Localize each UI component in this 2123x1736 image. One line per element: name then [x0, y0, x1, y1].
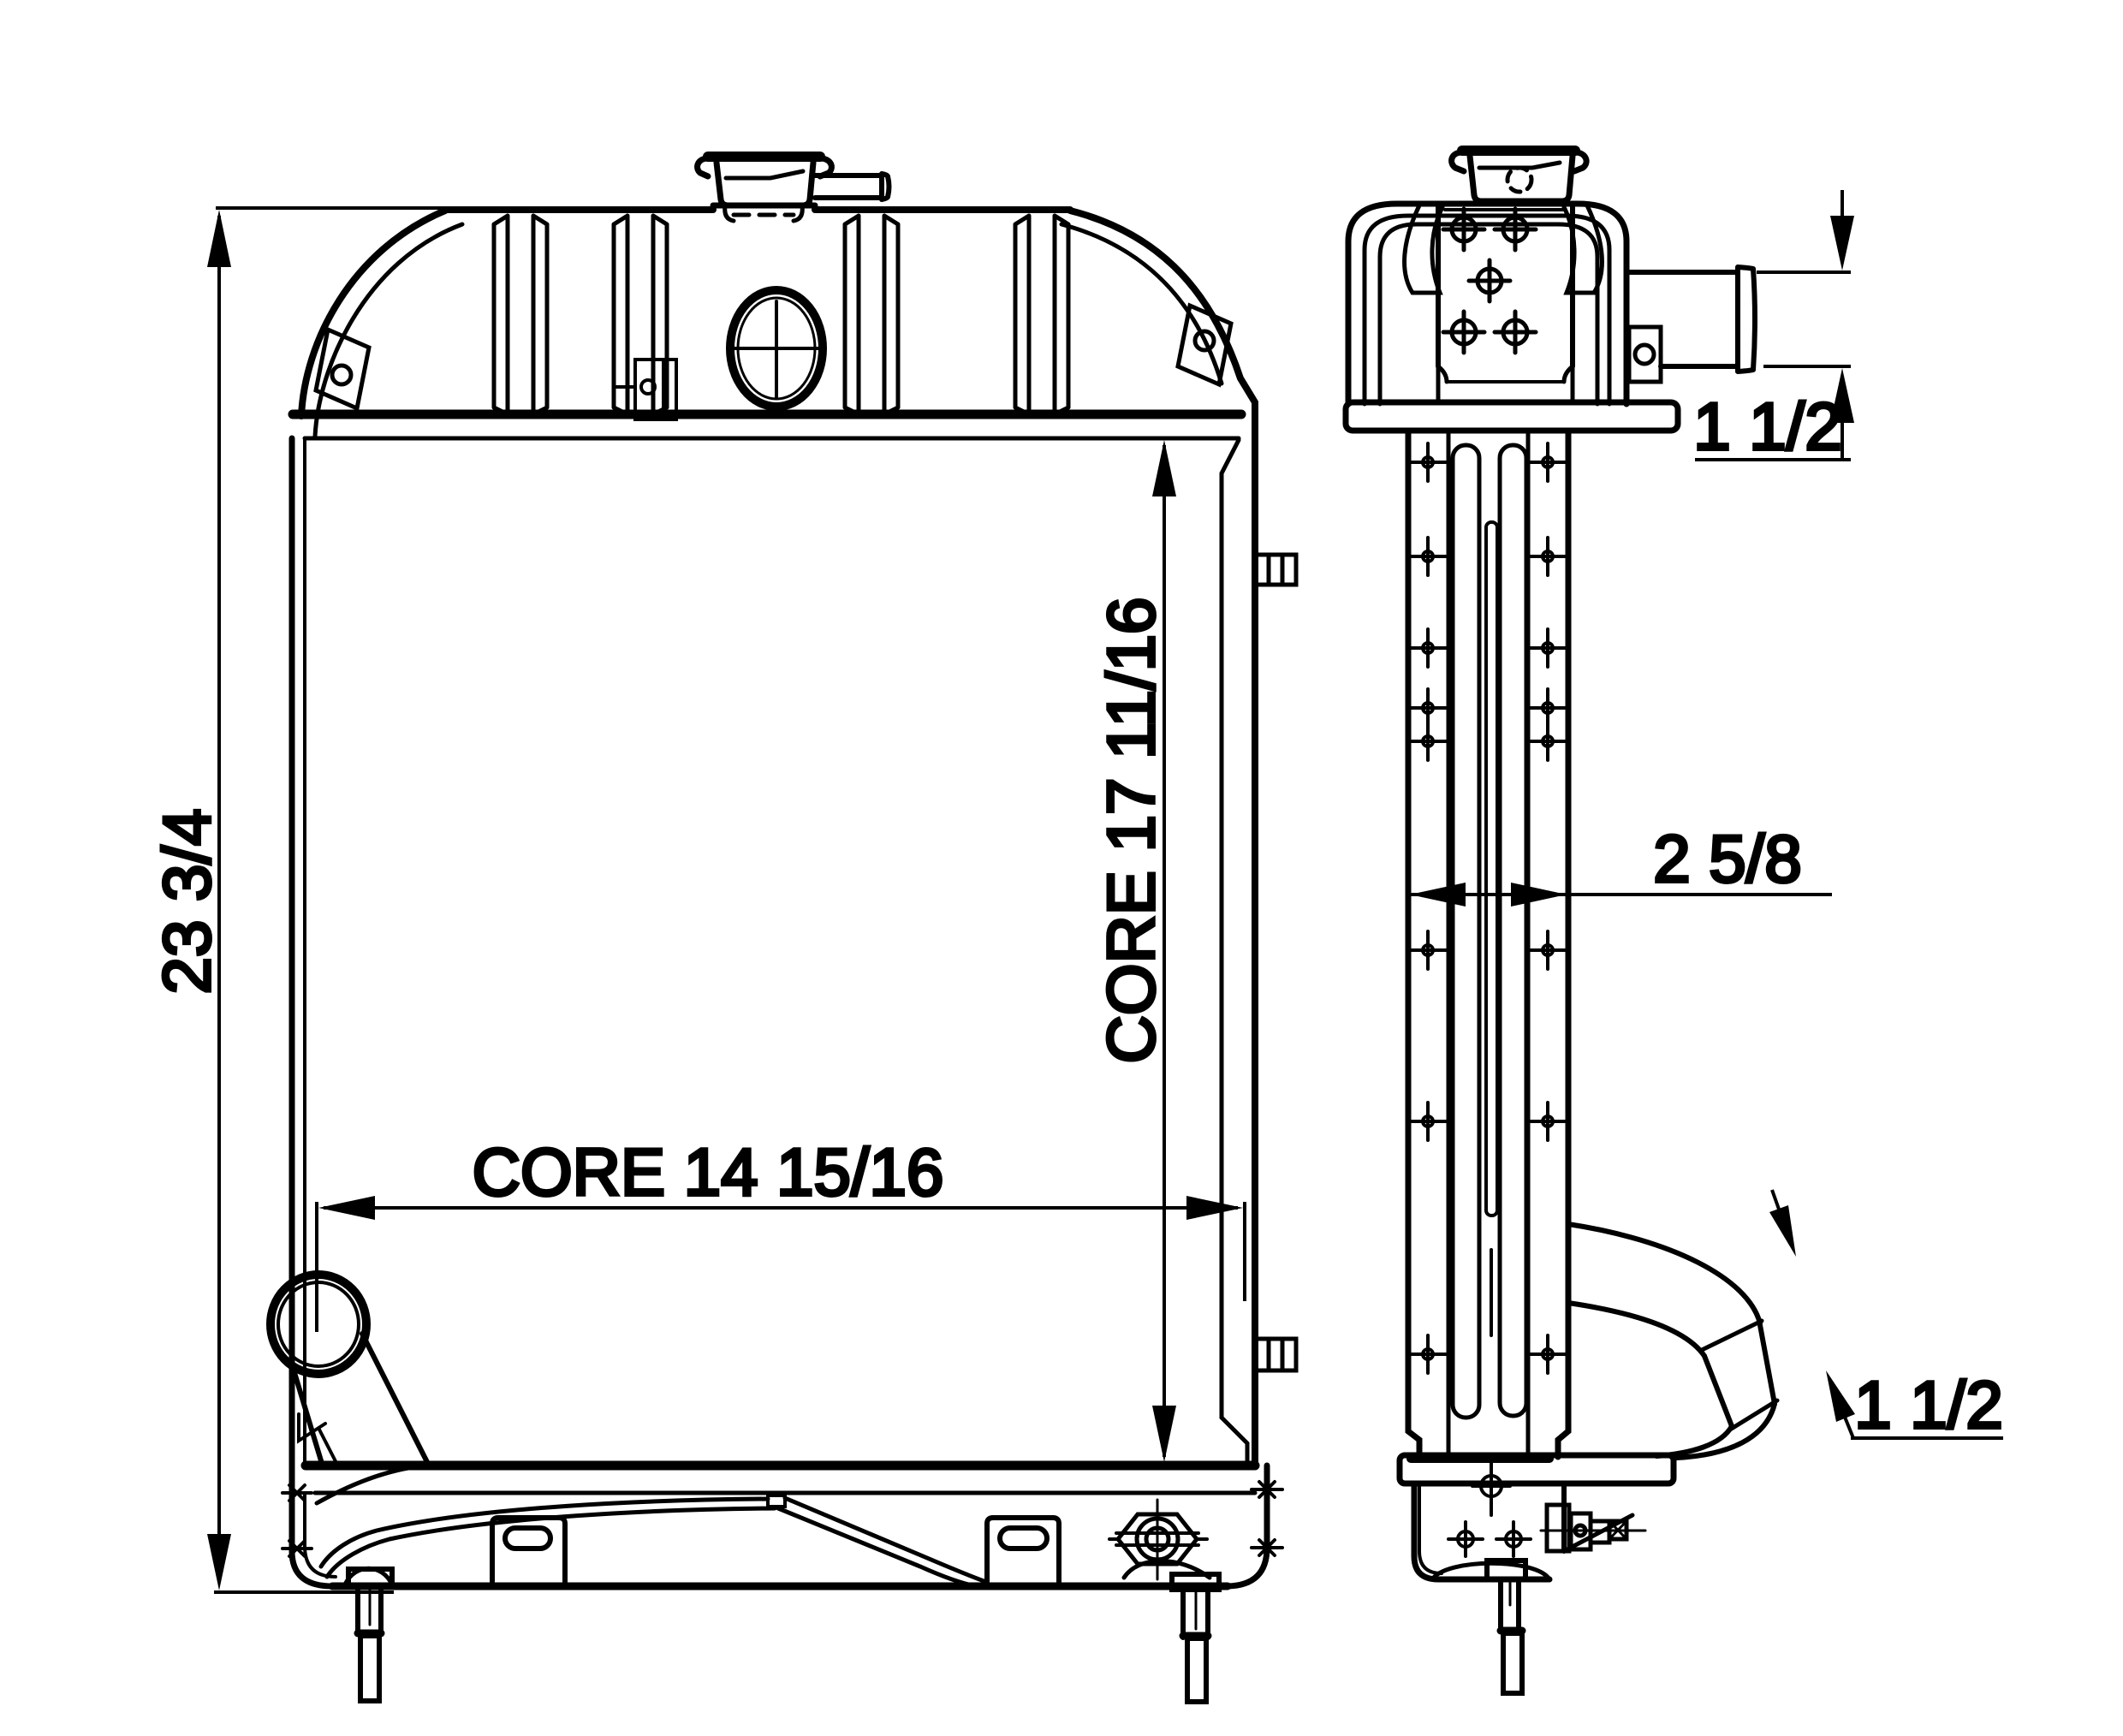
- side-top-bracket: [1342, 200, 1681, 434]
- hex-fitting: [1108, 1498, 1212, 1581]
- dim-lower-outlet: 1 1/2: [1769, 1189, 2005, 1444]
- corner-bracket-left: [313, 326, 372, 412]
- upper-outlet-tube: [1626, 265, 1757, 384]
- tank-profile-lines: [314, 1463, 989, 1589]
- label-overall-height: 23 3/4: [149, 809, 224, 995]
- mount-stud-left: [346, 1567, 395, 1703]
- bottom-tank: [281, 1460, 1284, 1704]
- side-stub-upper: [1252, 552, 1299, 587]
- column-hole-markers: [1407, 442, 1568, 1375]
- front-view: [266, 152, 1299, 1704]
- bolt-hole-markers: [1441, 206, 1538, 355]
- label-lower-outlet: 1 1/2: [1854, 1367, 2002, 1442]
- overflow-tube: [812, 171, 892, 202]
- side-stud: [1484, 1558, 1528, 1696]
- side-stub-lower: [1252, 1336, 1299, 1373]
- mount-tab-left: [490, 1515, 568, 1584]
- dim-core-height: CORE 17 11/16: [1091, 440, 1176, 1462]
- dim-core-width: CORE 14 15/16: [315, 1133, 1246, 1332]
- side-core-column: [1405, 427, 1572, 1460]
- side-view: [1342, 146, 1780, 1696]
- filler-cap-side: [1448, 146, 1590, 205]
- filler-boss: [726, 286, 827, 411]
- label-core-width: CORE 14 15/16: [473, 1134, 944, 1210]
- dim-overall-height: 23 3/4: [147, 206, 479, 1594]
- mount-stud-right: [1169, 1572, 1222, 1704]
- side-bottom-bracket: [1396, 1452, 1677, 1696]
- dim-core-thickness: 2 5/8: [1408, 819, 1832, 907]
- tube-bracket: [1626, 324, 1663, 384]
- mount-tab-right: [984, 1515, 1062, 1584]
- corner-bracket-right: [1175, 302, 1234, 388]
- tank-ribs: [491, 213, 1071, 417]
- drain-clip: [615, 358, 678, 421]
- dim-upper-outlet: 1 1/2: [1692, 190, 1854, 466]
- label-upper-outlet: 1 1/2: [1693, 389, 1841, 464]
- lower-hose: [1566, 1222, 1780, 1460]
- label-core-height: CORE 17 11/16: [1093, 597, 1169, 1064]
- weld-marks: [281, 1480, 1284, 1558]
- side-bolt: [1539, 1502, 1647, 1554]
- label-core-thickness: 2 5/8: [1653, 821, 1801, 896]
- dimensions: 23 3/4 CORE 17 11/16 CORE 14 15/16 2 5/8: [147, 190, 2005, 1594]
- filler-cap-front: [694, 152, 835, 223]
- top-tank: [288, 152, 1258, 1467]
